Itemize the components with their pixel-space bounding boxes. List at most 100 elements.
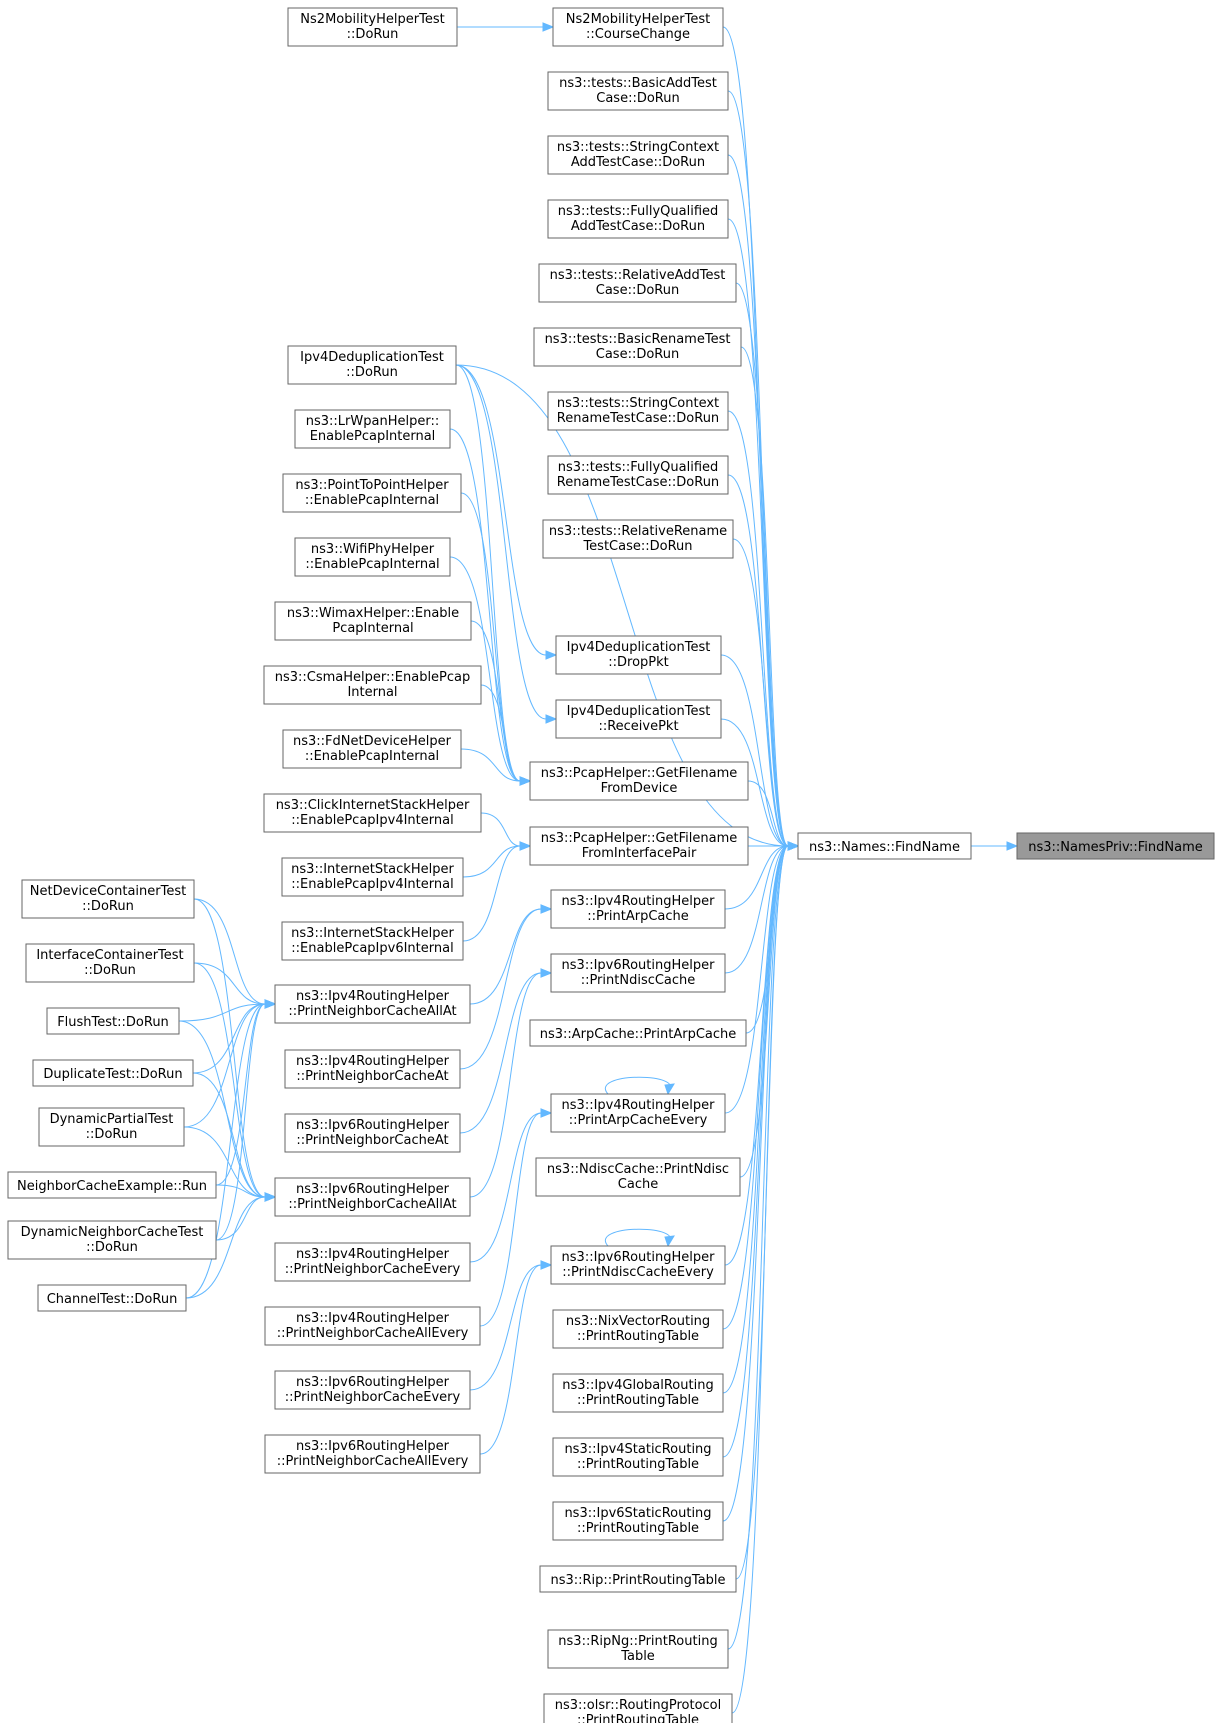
- node-pcapif[interactable]: ns3::PcapHelper::GetFilenameFromInterfac…: [529, 826, 749, 866]
- edge-line: [747, 780, 789, 847]
- node-v6ncevery[interactable]: ns3::Ipv6RoutingHelper::PrintNeighborCac…: [274, 1370, 471, 1410]
- node-dedupdorun[interactable]: Ipv4DeduplicationTest::DoRun: [287, 345, 457, 385]
- node-v6ncat[interactable]: ns3::Ipv6RoutingHelper::PrintNeighborCac…: [284, 1113, 461, 1153]
- node-dynnbr[interactable]: DynamicNeighborCacheTest::DoRun: [7, 1220, 217, 1260]
- node-nbrex[interactable]: NeighborCacheExample::Run: [7, 1171, 217, 1199]
- node-lrwpan[interactable]: ns3::LrWpanHelper::EnablePcapInternal: [294, 409, 451, 449]
- node-label: ns3::Ipv4RoutingHelper: [296, 1054, 450, 1069]
- edge-line: [193, 898, 266, 1198]
- edge-line: [178, 1003, 266, 1022]
- edge-arrowhead: [264, 999, 277, 1009]
- node-ndisccache[interactable]: ns3::NdiscCache::PrintNdiscCache: [535, 1157, 741, 1197]
- edge-line: [455, 364, 547, 720]
- node-box: [274, 1177, 471, 1217]
- edge-line: [469, 908, 542, 1005]
- node-click[interactable]: ns3::ClickInternetStackHelper::EnablePca…: [263, 793, 482, 833]
- node-v4ncat[interactable]: ns3::Ipv4RoutingHelper::PrintNeighborCac…: [284, 1049, 461, 1089]
- node-wimax[interactable]: ns3::WimaxHelper::EnablePcapInternal: [274, 601, 472, 641]
- node-box: [547, 391, 729, 431]
- edge-line: [722, 845, 789, 1522]
- edge-v4ncallat-to-v4arp: [469, 904, 553, 1005]
- edge-line: [604, 1076, 672, 1095]
- edge-line: [462, 845, 521, 878]
- node-ns2dorun[interactable]: Ns2MobilityHelperTest::DoRun: [287, 7, 458, 47]
- node-label: ::PrintRoutingTable: [577, 1521, 699, 1536]
- node-v4ncevery[interactable]: ns3::Ipv4RoutingHelper::PrintNeighborCac…: [274, 1242, 471, 1282]
- node-v6ncallat[interactable]: ns3::Ipv6RoutingHelper::PrintNeighborCac…: [274, 1177, 471, 1217]
- node-flush[interactable]: FlushTest::DoRun: [46, 1007, 180, 1035]
- node-v4statrt[interactable]: ns3::Ipv4StaticRouting::PrintRoutingTabl…: [552, 1437, 724, 1477]
- node-fqren[interactable]: ns3::tests::FullyQualifiedRenameTestCase…: [547, 455, 729, 495]
- node-box: [32, 1059, 194, 1087]
- node-chan[interactable]: ChannelTest::DoRun: [37, 1284, 187, 1312]
- node-recvpkt[interactable]: Ipv4DeduplicationTest::ReceivePkt: [555, 699, 722, 739]
- node-label: ::DoRun: [346, 365, 398, 380]
- node-box: [284, 1113, 461, 1153]
- node-olsrrt[interactable]: ns3::olsr::RoutingProtocol::PrintRouting…: [543, 1693, 733, 1723]
- node-box: [547, 71, 729, 111]
- node-box: [542, 519, 734, 559]
- edge-dedupdorun-to-recvpkt: [455, 364, 558, 724]
- node-arpcache[interactable]: ns3::ArpCache::PrintArpCache: [529, 1019, 747, 1047]
- node-label: PcapInternal: [332, 621, 413, 636]
- node-box: [287, 345, 457, 385]
- node-label: AddTestCase::DoRun: [571, 155, 705, 170]
- edge-line: [720, 654, 789, 847]
- node-box: [263, 665, 482, 705]
- node-strctxren[interactable]: ns3::tests::StringContextRenameTestCase:…: [547, 391, 729, 431]
- node-box: [555, 699, 722, 739]
- edge-v4ncat-to-v4arp: [459, 904, 553, 1070]
- node-label: ChannelTest::DoRun: [47, 1292, 178, 1307]
- node-v6ndiscevery[interactable]: ns3::Ipv6RoutingHelper::PrintNdiscCacheE…: [550, 1245, 726, 1285]
- node-v4arpevery[interactable]: ns3::Ipv4RoutingHelper::PrintArpCacheEve…: [550, 1093, 726, 1133]
- node-ripngrt[interactable]: ns3::RipNg::PrintRoutingTable: [547, 1629, 729, 1669]
- node-v4arp[interactable]: ns3::Ipv4RoutingHelper::PrintArpCache: [550, 889, 726, 929]
- node-label: ns3::InternetStackHelper: [291, 926, 454, 941]
- node-riprt[interactable]: ns3::Rip::PrintRoutingTable: [539, 1565, 737, 1593]
- node-box: [282, 473, 462, 513]
- edge-line: [469, 972, 542, 1198]
- node-fqadd[interactable]: ns3::tests::FullyQualifiedAddTestCase::D…: [547, 199, 729, 239]
- node-nixrt[interactable]: ns3::NixVectorRouting::PrintRoutingTable: [552, 1309, 724, 1349]
- node-label: DynamicPartialTest: [50, 1112, 174, 1127]
- node-v4globrt[interactable]: ns3::Ipv4GlobalRouting::PrintRoutingTabl…: [552, 1373, 724, 1413]
- node-label: ::EnablePcapIpv6Internal: [291, 941, 453, 956]
- node-v4ncallat[interactable]: ns3::Ipv4RoutingHelper::PrintNeighborCac…: [274, 984, 471, 1024]
- node-box: [263, 793, 482, 833]
- node-csma[interactable]: ns3::CsmaHelper::EnablePcapInternal: [263, 665, 482, 705]
- node-v6ndisc[interactable]: ns3::Ipv6RoutingHelper::PrintNdiscCache: [550, 953, 726, 993]
- node-inetv6[interactable]: ns3::InternetStackHelper::EnablePcapIpv6…: [281, 921, 464, 961]
- node-box: [25, 943, 195, 983]
- node-v4ncallevery[interactable]: ns3::Ipv4RoutingHelper::PrintNeighborCac…: [264, 1306, 481, 1346]
- node-v6ncallevery[interactable]: ns3::Ipv6RoutingHelper::PrintNeighborCac…: [264, 1434, 481, 1474]
- node-fdnet[interactable]: ns3::FdNetDeviceHelper::EnablePcapIntern…: [282, 729, 462, 769]
- node-ifctest[interactable]: InterfaceContainerTest::DoRun: [25, 943, 195, 983]
- node-label: ::PrintRoutingTable: [577, 1393, 699, 1408]
- node-dropkt[interactable]: Ipv4DeduplicationTest::DropPkt: [555, 635, 722, 675]
- node-ndctest[interactable]: NetDeviceContainerTest::DoRun: [21, 879, 195, 919]
- node-label: ns3::tests::StringContext: [557, 396, 719, 411]
- node-label: FromDevice: [601, 781, 678, 796]
- node-wifiphy[interactable]: ns3::WifiPhyHelper::EnablePcapInternal: [294, 537, 451, 577]
- node-v6statrt[interactable]: ns3::Ipv6StaticRouting::PrintRoutingTabl…: [552, 1501, 724, 1541]
- node-label: ns3::Ipv6RoutingHelper: [296, 1375, 450, 1390]
- node-label: ::EnablePcapInternal: [305, 749, 439, 764]
- node-dup[interactable]: DuplicateTest::DoRun: [32, 1059, 194, 1087]
- node-label: ::DropPkt: [608, 655, 669, 670]
- node-ns2course[interactable]: Ns2MobilityHelperTest::CourseChange: [552, 7, 724, 47]
- node-box: [281, 857, 464, 897]
- node-dynpart[interactable]: DynamicPartialTest::DoRun: [38, 1107, 185, 1147]
- node-strctxadd[interactable]: ns3::tests::StringContextAddTestCase::Do…: [547, 135, 729, 175]
- node-findname[interactable]: ns3::Names::FindName: [797, 832, 972, 860]
- node-label: ns3::Ipv4RoutingHelper: [296, 1247, 450, 1262]
- node-box: [555, 635, 722, 675]
- edge-line: [724, 845, 789, 1114]
- node-inetv4[interactable]: ns3::InternetStackHelper::EnablePcapIpv4…: [281, 857, 464, 897]
- node-p2p[interactable]: ns3::PointToPointHelper::EnablePcapInter…: [282, 473, 462, 513]
- node-relren[interactable]: ns3::tests::RelativeRenameTestCase::DoRu…: [542, 519, 734, 559]
- node-box: [797, 832, 972, 860]
